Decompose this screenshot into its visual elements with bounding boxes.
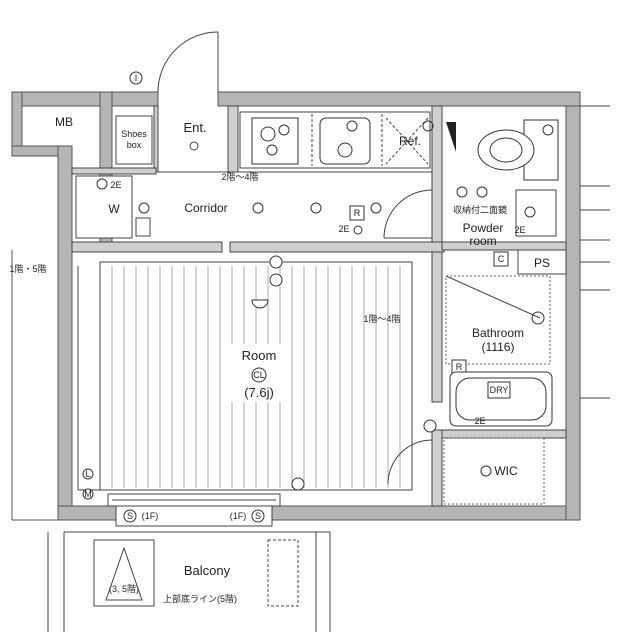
entrance-label: Ent. — [183, 120, 206, 135]
dryer-panel-icon — [487, 381, 511, 399]
wic-label: WIC — [494, 464, 518, 478]
light-switch-icon — [82, 468, 94, 480]
stove-burner-icon — [278, 124, 290, 136]
outlet-icon — [423, 419, 437, 433]
ceiling-light-icon — [251, 367, 267, 383]
room-size: (7.6j) — [244, 385, 274, 400]
entrance-door — [157, 31, 219, 93]
exterior-lines — [580, 105, 610, 399]
ceiling-light-icon — [456, 186, 468, 198]
bathtub — [449, 371, 553, 427]
faucet-icon — [96, 178, 108, 190]
powder-room-door — [383, 189, 433, 239]
label-2e-c: 2E — [514, 225, 525, 235]
toilet — [477, 119, 559, 181]
refrigerator-label: Ref. — [399, 134, 421, 148]
outlet-icon — [422, 120, 434, 132]
floor-1f-a: (1F) — [142, 511, 159, 521]
balcony-floors: (3, 5階) — [109, 584, 139, 594]
closet-label: CL — [253, 370, 265, 380]
outlet-icon — [269, 255, 283, 269]
floor-note-left: 1階・5階 — [9, 264, 46, 274]
stove-burner-icon — [266, 144, 278, 156]
washer-area — [75, 175, 133, 239]
shoes-box-label-1: Shoes — [121, 129, 147, 139]
symbol-l: L — [85, 469, 90, 479]
sensor-icon — [123, 509, 137, 523]
symbol-c: C — [498, 254, 505, 264]
room-label: Room — [242, 348, 277, 363]
shoes-box-label-2: box — [127, 140, 142, 150]
shoes-box — [115, 115, 153, 165]
outlet-icon — [291, 477, 305, 491]
symbol-s-a: S — [127, 511, 133, 521]
storage-note: 収納付二面鏡 — [453, 204, 507, 215]
monitor-icon — [82, 488, 94, 500]
stove-burner-icon — [260, 126, 276, 142]
symbol-m: M — [84, 489, 92, 499]
intercom-symbol: I — [135, 73, 138, 83]
wic-door — [387, 439, 433, 485]
balcony-area — [47, 531, 331, 632]
label-2e-a: 2E — [110, 180, 121, 190]
shower-icon — [531, 311, 545, 325]
powder-room-label-2: room — [469, 234, 496, 248]
sensor-icon — [251, 509, 265, 523]
ceiling-light-icon — [310, 202, 322, 214]
kitchen-sink — [319, 117, 371, 165]
air-conditioner-icon — [251, 299, 269, 309]
outlet-icon — [138, 202, 150, 214]
powder-room-label-1: Powder — [463, 221, 504, 235]
towel-bar-icon — [446, 122, 456, 152]
corridor-label: Corridor — [184, 201, 227, 215]
fan-icon — [476, 186, 488, 198]
breaker-icon — [493, 251, 509, 267]
balcony-sliding-door — [107, 493, 281, 527]
ceiling-light-icon — [480, 465, 492, 477]
floor-note-corridor: 2階～4階 — [221, 172, 258, 182]
bathroom-label: Bathroom — [472, 326, 524, 340]
outlet-icon — [353, 225, 363, 235]
balcony-line: 上部底ライン(5階) — [163, 593, 237, 604]
panel-icon — [135, 217, 151, 237]
symbol-r-b: R — [456, 362, 463, 372]
mb-label: MB — [55, 115, 73, 129]
dryer-label: DRY — [490, 385, 509, 395]
fire-alarm-icon — [349, 205, 365, 221]
washer-label: W — [108, 202, 120, 216]
floor-note-room: 1階～4階 — [363, 314, 400, 324]
tv-jack-icon — [269, 273, 283, 287]
symbol-s-b: S — [255, 511, 261, 521]
floor-1f-b: (1F) — [230, 511, 247, 521]
vanity-sink — [515, 189, 557, 237]
bathroom-size: (1116) — [482, 340, 515, 354]
outlet-icon — [542, 124, 554, 136]
pipe-space — [517, 249, 567, 275]
symbol-r-a: R — [354, 208, 361, 218]
faucet-icon — [346, 120, 358, 132]
pipe-space-label: PS — [534, 256, 550, 270]
ceiling-light-icon — [189, 141, 199, 151]
outlet-icon — [370, 202, 382, 214]
balcony-label: Balcony — [184, 563, 231, 578]
kitchen-counter — [239, 111, 431, 169]
ceiling-light-icon — [252, 202, 264, 214]
label-2e-b: 2E — [338, 224, 349, 234]
bathroom-area — [445, 275, 551, 365]
wic-area — [443, 437, 545, 505]
label-2e-d: 2E — [474, 416, 485, 426]
